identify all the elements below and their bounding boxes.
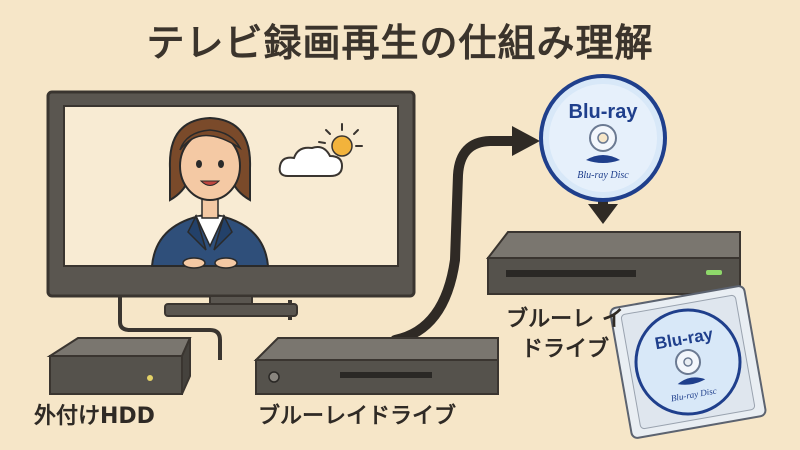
label-bluray-drive: ブルーレ イ ドライブ [500, 305, 630, 365]
bluray-drive [485, 231, 741, 295]
bluray-disc: Blu-ray Blu-ray Disc [539, 74, 667, 202]
hdd-power-led [147, 375, 153, 381]
disc-logo-text: Blu-ray [569, 101, 639, 123]
label-external-hdd: 外付けHDD [34, 404, 155, 429]
cable-recorder-to-disc [390, 136, 520, 345]
drive-power-led [706, 270, 722, 275]
drive-disc-slot [506, 270, 636, 277]
news-anchor-illustration [150, 116, 270, 269]
label-bluray-drive-line1: ブルーレ イ [506, 307, 624, 332]
disc-brand-text: Blu-ray Disc [577, 170, 629, 181]
bluray-recorder [253, 337, 499, 395]
recorder-power-button [268, 371, 280, 383]
external-hdd [46, 337, 192, 395]
label-bluray-recorder: ブルーレイドライブ [258, 404, 457, 429]
diagram-title: テレビ録画再生の仕組み理解 [146, 21, 654, 65]
label-bluray-drive-line2: ドライブ [520, 337, 609, 362]
bluray-swoosh-icon [586, 155, 620, 163]
cable-tv-to-hdd [118, 296, 222, 360]
arrow-head-right [512, 126, 540, 156]
bluray-disc-case: Blu-ray Blu-ray Disc [609, 285, 767, 439]
case-bluray-swoosh-icon [677, 377, 706, 385]
recorder-disc-slot [340, 372, 432, 378]
sun-cloud-icon [278, 123, 363, 177]
